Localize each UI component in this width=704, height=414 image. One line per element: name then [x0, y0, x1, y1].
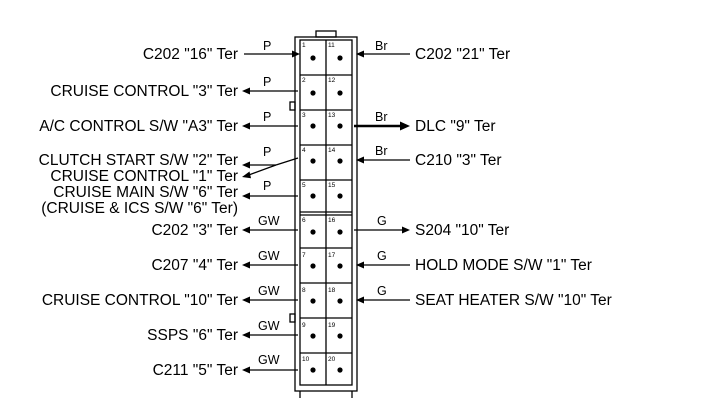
terminal-label: CRUISE CONTROL "3" Ter [50, 83, 238, 100]
pin-number: 12 [328, 77, 336, 84]
connector-body [289, 30, 358, 398]
terminal-label: C202 "21" Ter [415, 46, 510, 63]
pin-number: 5 [302, 182, 306, 189]
pin-number: 20 [328, 356, 336, 363]
wire-color-label: P [263, 75, 271, 89]
terminal-label: SEAT HEATER S/W "10" Ter [415, 292, 612, 309]
pin-number: 14 [328, 147, 336, 154]
pin-number: 1 [302, 42, 306, 49]
terminal-label: HOLD MODE S/W "1" Ter [415, 257, 592, 274]
pin-number: 3 [302, 112, 306, 119]
wire-color-label: P [263, 39, 271, 53]
wire-color-label: GW [258, 353, 280, 367]
pin-number: 10 [302, 356, 310, 363]
wire-color-label: GW [258, 249, 280, 263]
right-wire-colors: Br Br Br G G G [375, 39, 388, 298]
wire-color-label: Br [375, 39, 388, 53]
terminal-label: C207 "4" Ter [151, 257, 238, 274]
pin-number: 7 [302, 252, 306, 259]
right-wires [354, 50, 410, 304]
pin-number: 13 [328, 112, 336, 119]
terminal-dots [310, 55, 343, 373]
pin-numbers-left: 1 2 3 4 5 6 7 8 9 10 [302, 42, 310, 363]
terminal-label: S204 "10" Ter [415, 222, 509, 239]
right-terminal-labels: C202 "21" Ter DLC "9" Ter C210 "3" Ter S… [415, 46, 612, 309]
wire-color-label: Br [375, 110, 388, 124]
wire-color-label: GW [258, 319, 280, 333]
terminal-label: CRUISE CONTROL "1" Ter [50, 168, 238, 185]
pin-number: 18 [328, 287, 336, 294]
wire-color-label: Br [375, 144, 388, 158]
pin-number: 9 [302, 322, 306, 329]
pin-number: 16 [328, 217, 336, 224]
wire-color-label: G [377, 214, 387, 228]
terminal-label: C202 "3" Ter [151, 222, 238, 239]
pin-number: 15 [328, 182, 336, 189]
pin-number: 17 [328, 252, 336, 259]
left-wires [242, 50, 300, 374]
terminal-label: CLUTCH START S/W "2" Ter [39, 152, 238, 169]
left-wire-colors: P P P P P GW GW GW GW GW [258, 39, 280, 367]
wire-color-label: G [377, 284, 387, 298]
wire-color-label: G [377, 249, 387, 263]
wire-color-label: P [263, 110, 271, 124]
pin-number: 8 [302, 287, 306, 294]
terminal-label: C202 "16" Ter [143, 46, 238, 63]
terminal-label: C210 "3" Ter [415, 152, 502, 169]
wire-color-label: P [263, 145, 271, 159]
pin-number: 2 [302, 77, 306, 84]
pin-number: 11 [328, 42, 335, 49]
terminal-label: SSPS "6" Ter [147, 327, 238, 344]
wire-color-label: GW [258, 284, 280, 298]
pin-number: 6 [302, 217, 306, 224]
pin-number: 19 [328, 322, 336, 329]
pin-numbers-right: 11 12 13 14 15 16 17 18 19 20 [328, 42, 336, 363]
wire-color-label: P [263, 179, 271, 193]
pin-number: 4 [302, 147, 306, 154]
terminal-label: C211 "5" Ter [153, 362, 238, 379]
terminal-label: CRUISE CONTROL "10" Ter [42, 292, 238, 309]
terminal-label: DLC "9" Ter [415, 118, 496, 135]
terminal-label: A/C CONTROL S/W "A3" Ter [39, 118, 238, 135]
terminal-label: (CRUISE & ICS S/W "6" Ter) [41, 200, 238, 217]
left-terminal-labels: C202 "16" Ter CRUISE CONTROL "3" Ter A/C… [39, 46, 238, 379]
terminal-label: CRUISE MAIN S/W "6" Ter [53, 184, 238, 201]
wire-color-label: GW [258, 214, 280, 228]
